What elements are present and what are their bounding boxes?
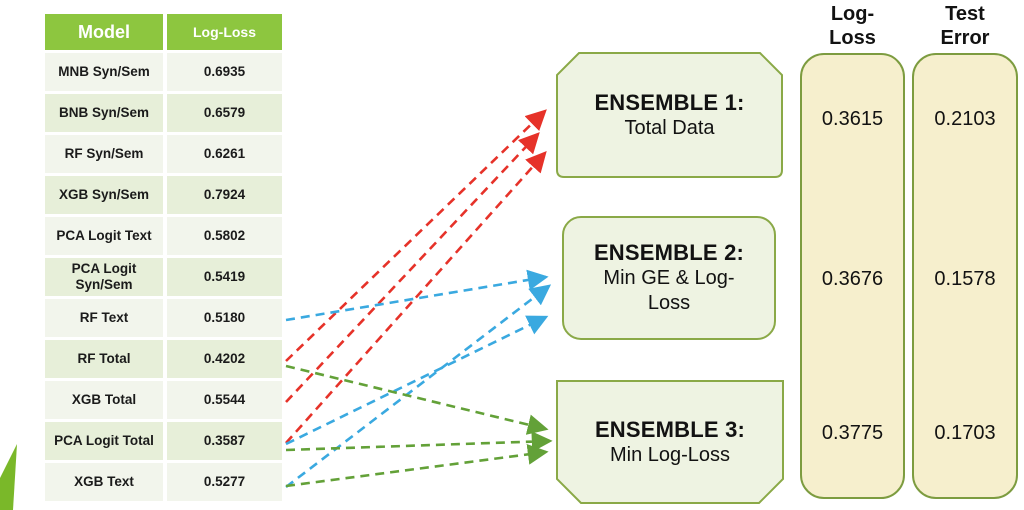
ensemble-2-title: ENSEMBLE 2:: [593, 240, 745, 265]
model-name-cell: RF Syn/Sem: [45, 135, 163, 173]
ensemble-2-log-loss-value: 0.3676: [821, 268, 884, 290]
table-row-mnb-syn-sem: MNB Syn/Sem 0.6935: [45, 53, 282, 91]
model-column-header: Model: [45, 14, 163, 50]
log-loss-results-column: 0.3615 0.3676 0.3775: [800, 53, 905, 499]
arrow-xgb-total-to-ensemble-1: [285, 132, 540, 403]
model-name-cell: XGB Text: [45, 463, 163, 501]
test-error-header-line-2: Error: [940, 27, 990, 49]
arrow-pca-logit-total-to-ensemble-2: [285, 315, 549, 446]
ensemble-3-log-loss-value: 0.3775: [821, 422, 884, 444]
ensemble-1-box: [556, 52, 783, 178]
log-loss-cell: 0.3587: [167, 422, 282, 460]
model-name-cell: RF Text: [45, 299, 163, 337]
log-loss-cell: 0.5180: [167, 299, 282, 337]
ensemble-2-label: ENSEMBLE 2: Min GE & Log- Loss: [563, 217, 775, 339]
log-loss-cell: 0.6261: [167, 135, 282, 173]
ensemble-2-test-error-value: 0.1578: [934, 268, 996, 290]
log-loss-cell: 0.5419: [167, 258, 282, 296]
table-row-rf-text: RF Text 0.5180: [45, 299, 282, 337]
ensemble-3-title: ENSEMBLE 3:: [594, 416, 746, 442]
table-row-xgb-text: XGB Text 0.5277: [45, 463, 282, 501]
ensemble-2-subtitle-line-1: Min GE & Log-: [603, 267, 735, 289]
arrow-xgb-text-to-ensemble-3: [285, 444, 549, 488]
table-row-xgb-total: XGB Total 0.5544: [45, 381, 282, 419]
table-row-pca-logit-total: PCA Logit Total 0.3587: [45, 422, 282, 460]
ensemble-3-label: ENSEMBLE 3: Min Log-Loss: [557, 381, 783, 503]
table-header-row: Model Log-Loss: [45, 14, 282, 50]
ensemble-2-box: [562, 216, 776, 340]
model-logloss-table: Model Log-Loss MNB Syn/Sem 0.6935 BNB Sy…: [45, 14, 282, 504]
model-name-cell: XGB Total: [45, 381, 163, 419]
table-row-pca-logit-syn-sem: PCA Logit Syn/Sem 0.5419: [45, 258, 282, 296]
model-name-cell: PCA Logit Text: [45, 217, 163, 255]
table-row-rf-total: RF Total 0.4202: [45, 340, 282, 378]
log-loss-results-header: Log- Loss: [800, 2, 905, 50]
test-error-results-header: Test Error: [912, 2, 1018, 50]
ensemble-3-box: [556, 380, 784, 504]
ensemble-2-subtitle-line-2: Loss: [647, 292, 691, 314]
table-row-bnb-syn-sem: BNB Syn/Sem 0.6579: [45, 94, 282, 132]
ensemble-1-label: ENSEMBLE 1: Total Data: [557, 53, 782, 177]
test-error-header-line-1: Test: [945, 3, 985, 25]
table-row-xgb-syn-sem: XGB Syn/Sem 0.7924: [45, 176, 282, 214]
table-row-rf-syn-sem: RF Syn/Sem 0.6261: [45, 135, 282, 173]
ensemble-1-test-error-value: 0.2103: [934, 108, 996, 130]
model-name-cell: PCA Logit Syn/Sem: [45, 258, 163, 296]
ensemble-1-log-loss-value: 0.3615: [821, 108, 884, 130]
log-loss-cell: 0.7924: [167, 176, 282, 214]
log-loss-column-header: Log-Loss: [167, 14, 282, 50]
arrow-rf-text-to-ensemble-2: [285, 269, 549, 322]
model-name-cell: MNB Syn/Sem: [45, 53, 163, 91]
model-name-cell: RF Total: [45, 340, 163, 378]
log-loss-cell: 0.4202: [167, 340, 282, 378]
table-row-pca-logit-text: PCA Logit Text 0.5802: [45, 217, 282, 255]
arrow-pca-logit-total-to-ensemble-1: [285, 151, 547, 444]
ensemble-3-subtitle: Min Log-Loss: [609, 443, 731, 466]
log-loss-cell: 0.5277: [167, 463, 282, 501]
model-name-cell: BNB Syn/Sem: [45, 94, 163, 132]
log-loss-cell: 0.6935: [167, 53, 282, 91]
log-loss-cell: 0.6579: [167, 94, 282, 132]
ensemble-1-subtitle: Total Data: [624, 116, 715, 139]
arrow-rf-total-to-ensemble-3: [285, 364, 549, 435]
model-name-cell: XGB Syn/Sem: [45, 176, 163, 214]
slide-corner-decoration: [0, 444, 17, 510]
log-loss-cell: 0.5802: [167, 217, 282, 255]
log-loss-header-line-2: Loss: [829, 27, 876, 49]
test-error-results-column: 0.2103 0.1578 0.1703: [912, 53, 1018, 499]
arrow-rf-total-to-ensemble-1: [285, 109, 547, 362]
model-name-cell: PCA Logit Total: [45, 422, 163, 460]
ensemble-3-test-error-value: 0.1703: [934, 422, 996, 444]
ensemble-1-title: ENSEMBLE 1:: [594, 89, 745, 115]
arrow-pca-logit-total-to-ensemble-3: [285, 431, 553, 453]
log-loss-header-line-1: Log-: [830, 3, 875, 25]
log-loss-cell: 0.5544: [167, 381, 282, 419]
arrow-xgb-text-to-ensemble-2: [285, 284, 552, 489]
